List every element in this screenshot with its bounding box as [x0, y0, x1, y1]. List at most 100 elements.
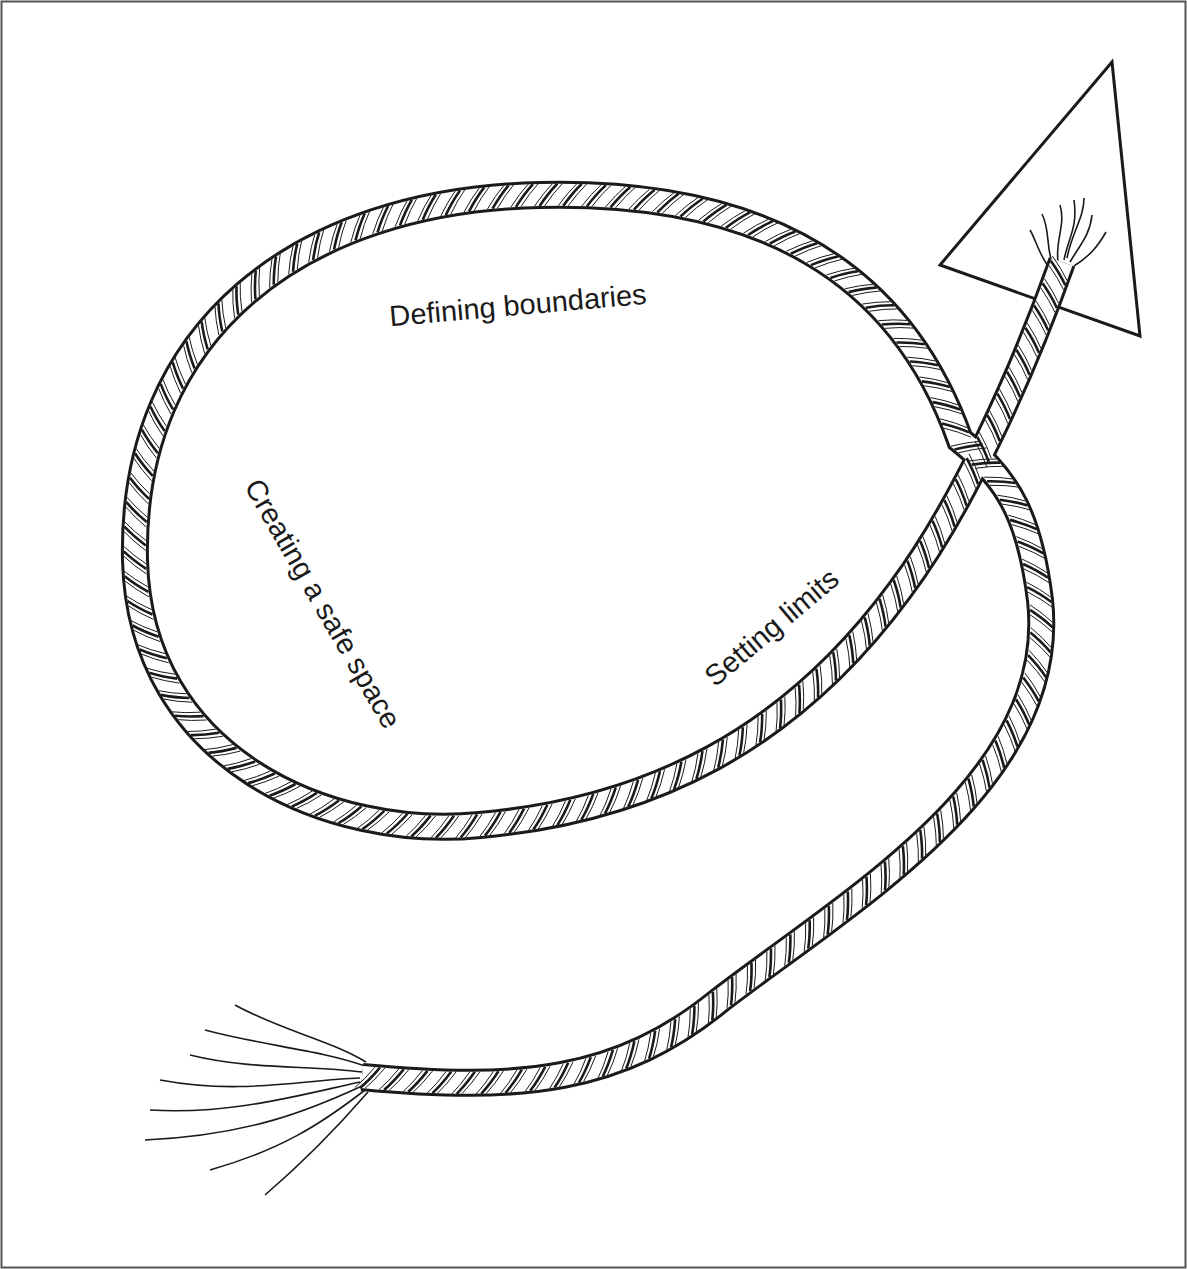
rope-fibre-line — [329, 224, 337, 251]
rope-fibre-line — [140, 435, 156, 459]
rope-fibre-line — [923, 537, 932, 564]
rope-twist — [760, 714, 762, 742]
rope-fibre-line — [869, 874, 871, 902]
rope-fibre-line — [343, 808, 366, 825]
rope-fibre-line — [416, 816, 435, 837]
rope-fibre-line — [131, 473, 150, 494]
rope-fibre-line — [1005, 376, 1018, 401]
rope-fibre-line — [746, 966, 748, 994]
rope-fibre-line — [373, 208, 384, 234]
rope-fibre-line — [656, 769, 665, 796]
rope-fibre-line — [1004, 725, 1015, 751]
rope-fibre-line — [143, 425, 159, 449]
rope-fibre-line — [205, 318, 211, 346]
rope-fibre-line — [441, 816, 459, 838]
rope-fibre-line — [149, 411, 163, 436]
rope-fibre-line — [727, 980, 728, 1008]
rope-twist — [903, 846, 904, 874]
rope-fibre-line — [701, 749, 707, 777]
rope-fibre-line — [297, 795, 322, 809]
rope-fibre-line — [688, 1009, 690, 1037]
rope-fibre-line — [131, 621, 157, 632]
rope-twist — [907, 561, 915, 588]
rope-twist — [910, 361, 938, 365]
rope-twist — [671, 1019, 675, 1047]
rope-fibre-line — [675, 1017, 679, 1045]
rope-fibre-line — [722, 737, 727, 765]
rope-twist — [161, 695, 189, 698]
rope-fibre-line — [972, 775, 977, 803]
fibre — [190, 1055, 362, 1072]
rope-fibre-line — [756, 717, 758, 745]
rope-fibre-line — [124, 556, 146, 573]
rope-fibre-line — [598, 1052, 608, 1079]
rope-fibre-line — [897, 576, 904, 604]
rope-fibre-line — [1023, 332, 1037, 357]
fibre — [1074, 232, 1106, 266]
rope-fibre-line — [1027, 582, 1051, 597]
rope-fibre-line — [189, 337, 197, 364]
rope-twists — [124, 184, 1067, 1094]
rope-fibre-line — [765, 229, 791, 241]
rope-twist — [882, 322, 910, 325]
rope-fibre-line — [753, 223, 778, 237]
rope-fibre-line — [785, 937, 787, 965]
rope-fibre-line — [912, 366, 940, 370]
rope-twist — [334, 222, 342, 249]
rope-fibre-line — [899, 849, 900, 877]
rope-twist — [865, 877, 868, 905]
rope-fray-top — [1030, 198, 1106, 266]
rope-fibre-line — [891, 584, 898, 612]
rope-fibre-line — [917, 834, 919, 862]
rope-fibre-line — [1027, 323, 1041, 348]
rope-fibre-line — [679, 760, 686, 787]
rope-fibre-line — [853, 631, 857, 659]
rope-fibre-line — [351, 215, 360, 242]
rope-fibre-line — [358, 810, 380, 828]
rope-fibre-line — [607, 1048, 617, 1075]
rope-fibre-line — [382, 813, 403, 833]
rope-fibre-line — [807, 254, 834, 263]
rope-fibre-line — [252, 776, 279, 786]
rope-fibre-line — [504, 809, 519, 833]
rope-fibre-line — [1019, 546, 1045, 558]
rope-fibre-line — [403, 1071, 422, 1092]
rope-fibre-line — [535, 1066, 550, 1090]
rope-fibre-line — [676, 198, 698, 216]
fibre — [205, 1030, 365, 1066]
rope-fibre-line — [1041, 288, 1055, 313]
rope-twist — [987, 481, 1015, 483]
rope-fibre-line — [240, 283, 242, 311]
rope-fibre-line — [559, 1062, 573, 1087]
fibre — [1064, 200, 1075, 260]
rope-fibre-line — [645, 1033, 651, 1061]
rope-fibre-line — [1012, 525, 1039, 534]
rope-twist — [186, 341, 194, 368]
rope-label: Creating a safe space — [238, 474, 407, 734]
rope-fibre-line — [538, 804, 552, 829]
rope-fibre-line — [1022, 559, 1047, 573]
rope-fibre-line — [1029, 650, 1047, 672]
rope-fibre-line — [413, 1071, 432, 1092]
rope-fibre-line — [975, 466, 1003, 468]
rope-fibre-line — [334, 805, 357, 822]
rope-fibre-line — [487, 186, 503, 209]
rope-twist — [739, 727, 742, 755]
rope-fibre-line — [545, 184, 563, 206]
rope-fibre-line — [721, 211, 745, 226]
rope-fibre-line — [883, 595, 889, 623]
rope-fibre-line — [158, 691, 186, 694]
rope-fibre-line — [574, 1058, 586, 1084]
rope-twist — [828, 906, 829, 934]
rope-fibre-line — [692, 753, 698, 781]
rope-label: Defining boundaries — [388, 279, 648, 333]
rope-twist — [896, 342, 924, 344]
rope-fibre-line — [776, 703, 777, 731]
rope-fibre-line — [339, 220, 347, 247]
rope-fibre-line — [511, 1069, 527, 1092]
rope-fibre-line — [899, 346, 927, 348]
rope-fibre-line — [631, 1039, 639, 1066]
rope-fibre-line — [178, 719, 206, 721]
fibre — [265, 1092, 368, 1195]
